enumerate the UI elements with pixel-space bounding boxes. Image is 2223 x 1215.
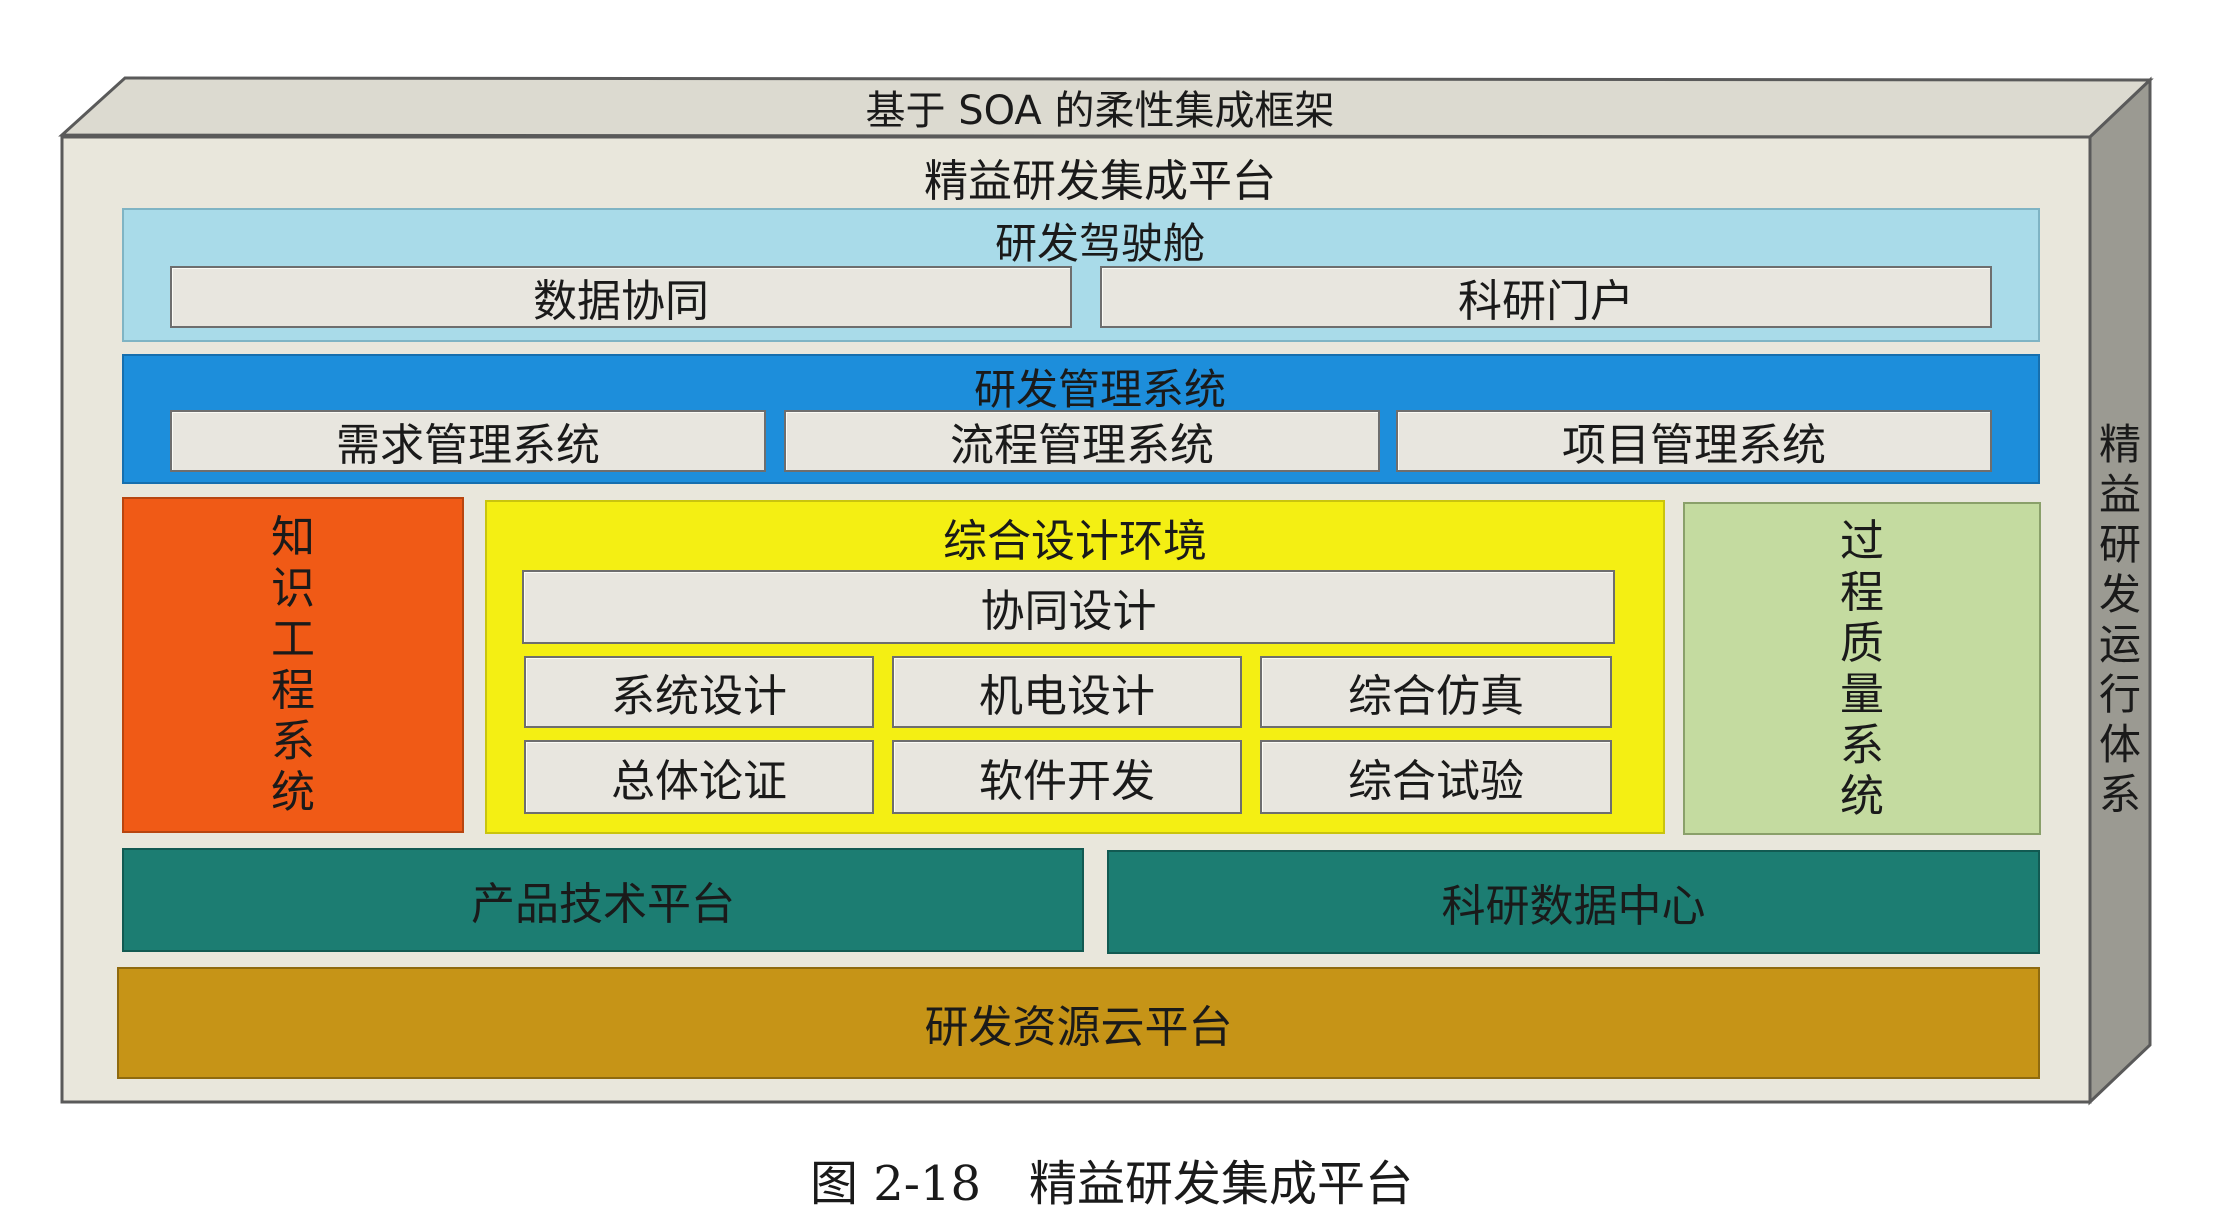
electromechanical-design-box: 机电设计 <box>892 656 1242 728</box>
requirement-management-box: 需求管理系统 <box>170 410 766 472</box>
cockpit-title: 研发驾驶舱 <box>994 219 1205 268</box>
platform-title: 精益研发集成平台 <box>924 156 1276 207</box>
integrated-test-box: 综合试验 <box>1260 740 1612 814</box>
product-tech-platform: 产品技术平台 <box>122 848 1084 952</box>
figure-caption: 图 2-18 精益研发集成平台 <box>809 1156 1414 1212</box>
software-development-box: 软件开发 <box>892 740 1242 814</box>
rd-resource-cloud: 研发资源云平台 <box>117 967 2040 1079</box>
project-management-box: 项目管理系统 <box>1396 410 1992 472</box>
lean-rd-operation-label: 精益研发运行体系 <box>2098 420 2141 819</box>
knowledge-engineering-label: 知识工程系统 <box>271 512 315 818</box>
system-design-box: 系统设计 <box>524 656 874 728</box>
design-environment-title: 综合设计环境 <box>943 516 1207 567</box>
integrated-simulation-box: 综合仿真 <box>1260 656 1612 728</box>
knowledge-engineering-panel <box>122 497 464 833</box>
framework-title: 基于 SOA 的柔性集成框架 <box>865 88 1335 134</box>
data-collaboration-box: 数据协同 <box>170 266 1072 328</box>
research-portal-box: 科研门户 <box>1100 266 1992 328</box>
process-quality-label: 过程质量系统 <box>1840 515 1884 822</box>
process-quality-panel <box>1683 502 2041 835</box>
overall-demonstration-box: 总体论证 <box>524 740 874 814</box>
process-management-box: 流程管理系统 <box>784 410 1380 472</box>
research-data-center: 科研数据中心 <box>1107 850 2040 954</box>
rd-management-title: 研发管理系统 <box>973 365 1226 414</box>
collaborative-design-box: 协同设计 <box>522 570 1615 644</box>
